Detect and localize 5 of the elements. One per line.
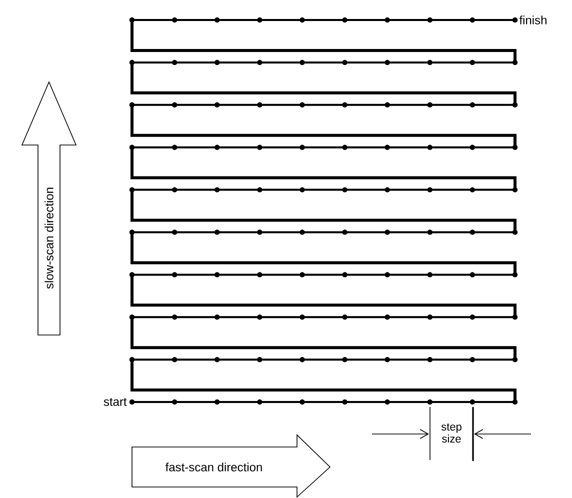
- point-label: start: [104, 398, 127, 406]
- direction-label: fast-scan direction: [166, 462, 262, 472]
- point-label: finish: [519, 16, 546, 24]
- dimension-label: step size: [441, 423, 462, 443]
- direction-label: slow-scan direction: [44, 188, 54, 289]
